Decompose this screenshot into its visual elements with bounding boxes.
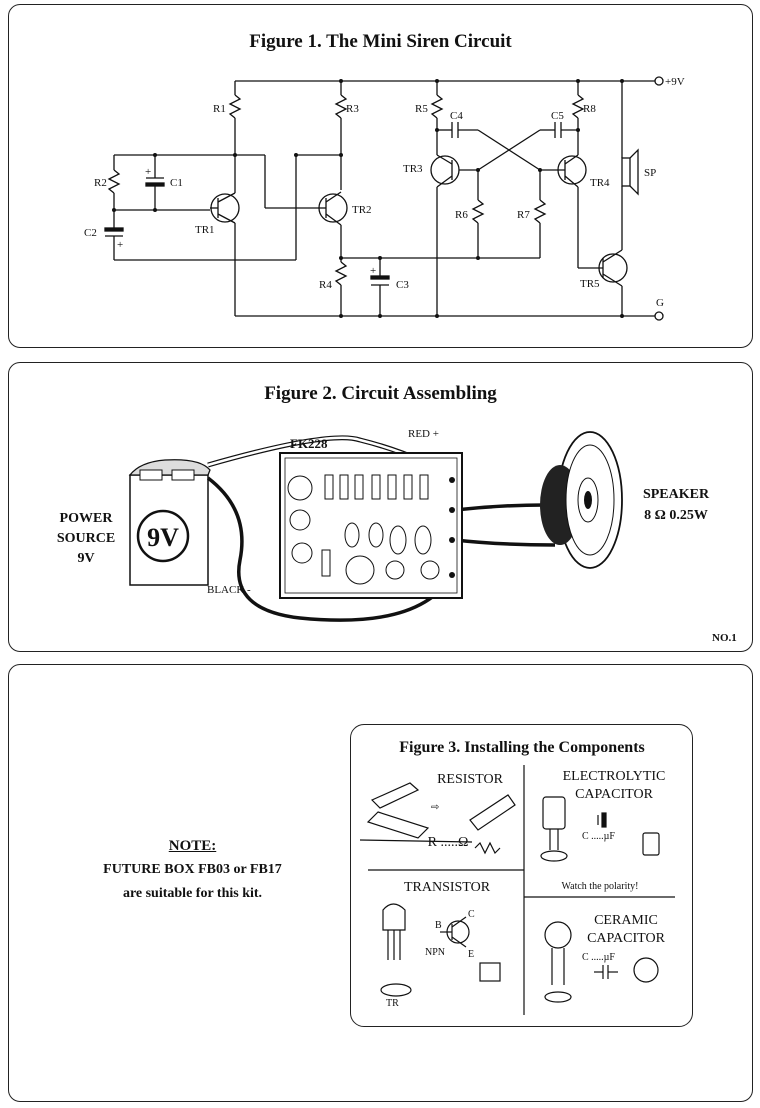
ceramic-label-line1: CERAMIC	[594, 913, 658, 928]
resistor-value: R .....Ω	[428, 835, 469, 850]
npn-label: NPN	[425, 947, 445, 958]
assembly-illustration: 9V FK228 RED + BLACK - POWER SOURCE 9V S…	[57, 428, 737, 644]
board-label: FK228	[290, 436, 328, 451]
speaker-line2: 8 Ω 0.25W	[644, 508, 708, 523]
note-block: NOTE: FUTURE BOX FB03 or FB17 are suitab…	[80, 834, 305, 906]
r7-label: R7	[517, 209, 530, 221]
r6-label: R6	[455, 209, 468, 221]
r2-label: R2	[94, 177, 107, 189]
polarity-note: Watch the polarity!	[562, 881, 639, 892]
tr1-label: TR1	[195, 224, 215, 236]
tr-label: TR	[386, 998, 399, 1009]
r5-label: R5	[415, 103, 428, 115]
c3-plus: +	[370, 265, 376, 277]
ceramic-value: C .....µF	[582, 952, 615, 963]
collector-label: C	[468, 909, 475, 920]
gnd-label: G	[656, 297, 664, 309]
r4-label: R4	[319, 279, 332, 291]
r8-label: R8	[583, 103, 596, 115]
transistor-label: TRANSISTOR	[404, 880, 491, 895]
figure3-box	[350, 724, 693, 1027]
emitter-label: E	[468, 949, 474, 960]
c3-label: C3	[396, 279, 409, 291]
sp-label: SP	[644, 167, 656, 179]
page-number: NO.1	[712, 632, 737, 644]
figure3-outer-panel	[8, 664, 753, 1102]
c2-plus: +	[117, 239, 123, 251]
power-source-line3: 9V	[77, 551, 94, 566]
base-label: B	[435, 920, 442, 931]
note-line2: are suitable for this kit.	[122, 886, 263, 901]
electrolytic-label-line2: CAPACITOR	[575, 787, 653, 802]
resistor-image	[359, 782, 516, 855]
tr4-label: TR4	[590, 177, 610, 189]
vplus-label: +9V	[665, 76, 685, 88]
note-heading: NOTE:	[168, 838, 217, 854]
figure3-title: Figure 3. Installing the Components	[399, 739, 645, 756]
c1-plus: +	[145, 166, 151, 178]
electrolytic-image	[540, 796, 660, 862]
r3-label: R3	[346, 103, 359, 115]
speaker-line1: SPEAKER	[643, 487, 710, 502]
siren-schematic: R1 R2 R3 R4 R5 R6 R7 R8 C1 C2 C3 C4 C5 T…	[84, 76, 685, 321]
tr2-label: TR2	[352, 204, 372, 216]
r1-label: R1	[213, 103, 226, 115]
tr3-label: TR3	[403, 163, 423, 175]
transistor-image	[380, 903, 501, 997]
red-wire-label: RED +	[408, 428, 439, 440]
resistor-label: RESISTOR	[437, 772, 504, 787]
c2-label: C2	[84, 227, 97, 239]
c5-label: C5	[551, 110, 564, 122]
ceramic-image	[544, 921, 659, 1003]
note-line1: FUTURE BOX FB03 or FB17	[103, 862, 282, 877]
battery	[128, 459, 211, 586]
power-source-line2: SOURCE	[57, 531, 115, 546]
figure2-title: Figure 2. Circuit Assembling	[264, 383, 497, 404]
figure1-title: Figure 1. The Mini Siren Circuit	[249, 31, 512, 52]
tr5-label: TR5	[580, 278, 600, 290]
c4-label: C4	[450, 110, 463, 122]
black-wire-label: BLACK -	[207, 584, 251, 596]
ceramic-label-line2: CAPACITOR	[587, 931, 665, 946]
c1-label: C1	[170, 177, 183, 189]
resistor-arrow-icon: ⇨	[431, 802, 439, 813]
power-source-line1: POWER	[60, 511, 114, 526]
speaker-image	[540, 431, 623, 569]
electrolytic-value: C .....µF	[582, 831, 615, 842]
electrolytic-label-line1: ELECTROLYTIC	[563, 769, 666, 784]
battery-label: 9V	[147, 523, 179, 552]
